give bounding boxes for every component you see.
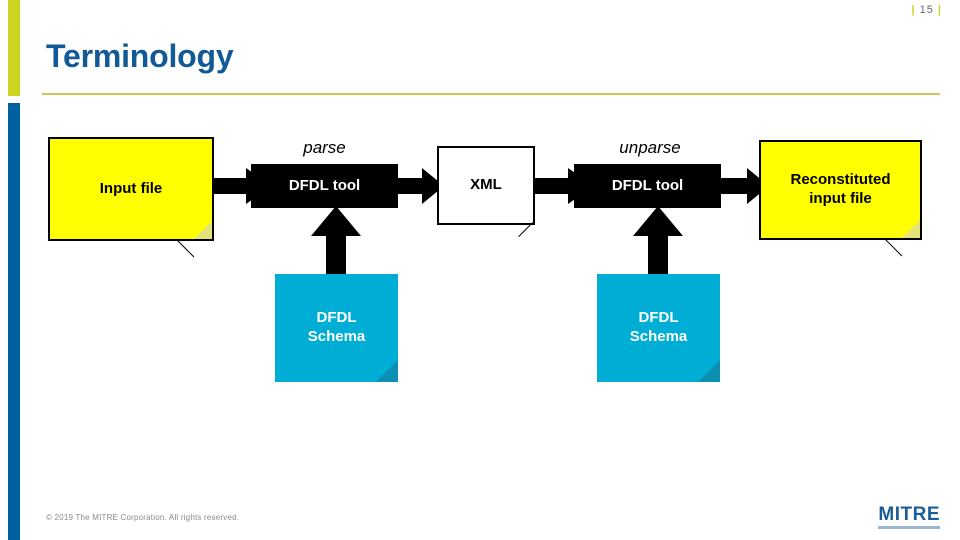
arrow-schema-to-parse-icon <box>311 206 361 278</box>
page-number-tick-right: | <box>937 4 942 16</box>
node-dfdl-tool-unparse-label: DFDL tool <box>611 176 684 194</box>
node-dfdl-tool-parse[interactable]: DFDL tool <box>251 164 398 208</box>
document-fold-corner-icon <box>698 360 720 382</box>
page-title: Terminology <box>46 38 234 74</box>
operation-label-unparse: unparse <box>619 138 681 157</box>
document-fold-corner-icon <box>519 209 533 223</box>
document-fold-edge-icon <box>518 222 533 238</box>
document-fold-corner-icon <box>194 221 212 239</box>
node-dfdl-schema-unparse-label-line1: DFDL <box>638 309 679 327</box>
node-xml-label: XML <box>470 176 502 194</box>
node-reconstituted-input-file-label-line2: input file <box>809 190 872 207</box>
node-dfdl-schema-unparse-label-line2: Schema <box>629 328 688 345</box>
page-number: | 15 | <box>911 4 942 16</box>
node-reconstituted-input-file[interactable]: Reconstituted input file <box>759 140 922 257</box>
mitre-logo-wordmark: MITRE <box>878 504 940 525</box>
title-divider <box>42 93 940 95</box>
document-fold-corner-icon <box>902 220 920 238</box>
node-input-file[interactable]: Input file <box>48 137 214 258</box>
arrow-schema-to-unparse-icon <box>633 206 683 278</box>
node-dfdl-tool-unparse[interactable]: DFDL tool <box>574 164 721 208</box>
page-number-tick-left: | <box>911 4 916 16</box>
operation-label-parse: parse <box>303 138 346 157</box>
node-xml[interactable]: XML <box>437 146 535 238</box>
node-input-file-label: Input file <box>99 179 163 197</box>
sidebar-accent-bar-yellow <box>8 0 20 96</box>
mitre-logo: MITRE <box>878 505 940 529</box>
page-number-value: 15 <box>919 4 934 16</box>
node-reconstituted-input-file-label-line1: Reconstituted <box>790 171 891 189</box>
document-fold-corner-icon <box>376 360 398 382</box>
copyright-notice: © 2019 The MITRE Corporation. All rights… <box>46 513 240 522</box>
node-dfdl-schema-parse-label-line1: DFDL <box>316 309 357 327</box>
mitre-logo-underbar <box>878 526 940 529</box>
node-dfdl-schema-unparse[interactable]: DFDL Schema <box>597 274 720 382</box>
sidebar-accent-bar-blue <box>8 103 20 540</box>
node-dfdl-schema-parse[interactable]: DFDL Schema <box>275 274 398 382</box>
node-dfdl-schema-parse-label-line2: Schema <box>307 328 366 345</box>
node-dfdl-tool-parse-label: DFDL tool <box>288 176 361 194</box>
